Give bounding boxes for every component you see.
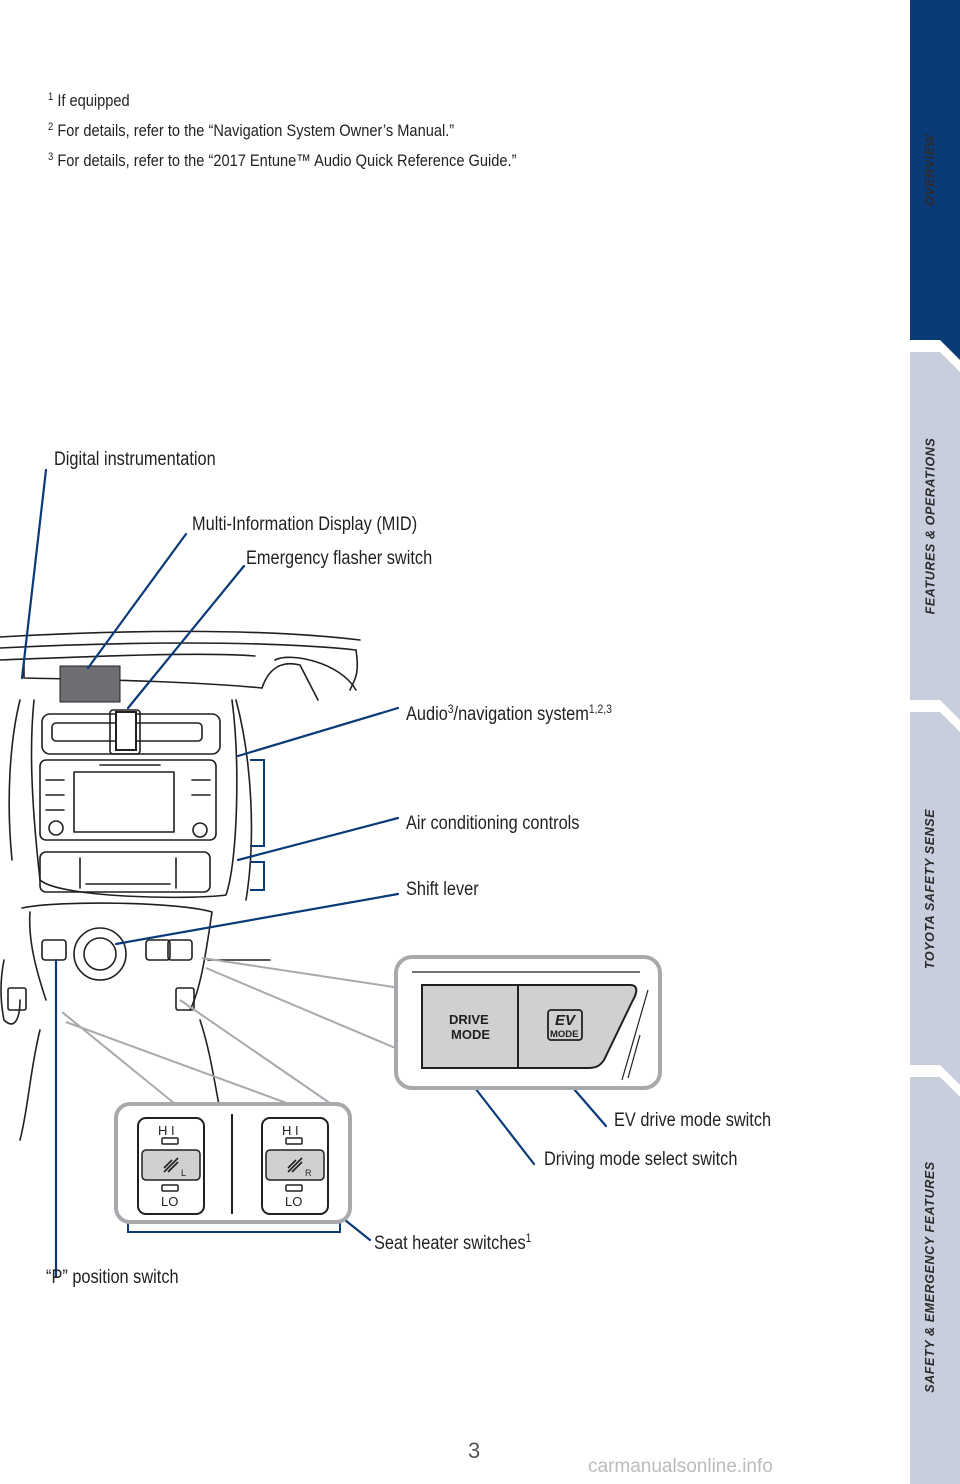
label-ev-drive-mode: EV drive mode switch (614, 1110, 772, 1131)
page-number: 3 (468, 1438, 481, 1463)
label-digital-instrumentation: Digital instrumentation (54, 449, 216, 470)
drive-mode-label-1: DRIVE (449, 1012, 489, 1027)
seat-heater-right-mark: R (305, 1168, 312, 1178)
tab-safety-emergency[interactable]: SAFETY & EMERGENCY FEATURES (923, 1161, 938, 1393)
sidebar-tab-shapes (910, 0, 960, 1484)
seat-heater-left-mark: L (181, 1168, 186, 1178)
tab-shape-overview[interactable] (910, 0, 960, 360)
seat-heater-lo-left: LO (161, 1194, 178, 1209)
footnote-1: 1 If equipped (48, 91, 130, 110)
label-p-position: “P” position switch (46, 1267, 179, 1288)
seat-heater-hi-right: H I (282, 1123, 299, 1138)
tab-shape-emergency[interactable] (910, 1077, 960, 1484)
drive-mode-label-2: MODE (451, 1027, 490, 1042)
footnote-2: 2 For details, refer to the “Navigation … (48, 121, 455, 140)
seat-heater-hi-left: H I (158, 1123, 175, 1138)
tab-toyota-safety-sense[interactable]: TOYOTA SAFETY SENSE (923, 808, 937, 969)
label-audio-navigation: Audio3/navigation system1,2,3 (406, 702, 612, 725)
label-emergency-flasher: Emergency flasher switch (246, 548, 433, 569)
label-driving-mode-select: Driving mode select switch (544, 1149, 738, 1170)
section-tabs-sidebar: OVERVIEW FEATURES & OPERATIONS TOYOTA SA… (910, 0, 960, 1484)
ev-mode-label-2: MODE (550, 1029, 579, 1040)
tab-overview[interactable]: OVERVIEW (923, 133, 938, 207)
seat-heater-lo-right: LO (285, 1194, 302, 1209)
tab-shape-safety-sense[interactable] (910, 712, 960, 1085)
label-seat-heater: Seat heater switches1 (374, 1231, 532, 1254)
dashboard-illustration: DRIVE MODE EV MODE H I H I LO LO L R (0, 468, 662, 1278)
label-air-conditioning: Air conditioning controls (406, 813, 580, 834)
tab-shape-features[interactable] (910, 352, 960, 720)
ev-mode-label-1: EV (555, 1012, 577, 1029)
tab-features-operations[interactable]: FEATURES & OPERATIONS (923, 437, 938, 615)
watermark: carmanualsonline.info (588, 1456, 773, 1477)
footnotes: 1 If equipped 2 For details, refer to th… (48, 84, 516, 174)
label-shift-lever: Shift lever (406, 879, 479, 900)
footnote-3: 3 For details, refer to the “2017 Entune… (48, 151, 517, 170)
label-mid: Multi-Information Display (MID) (192, 514, 418, 535)
